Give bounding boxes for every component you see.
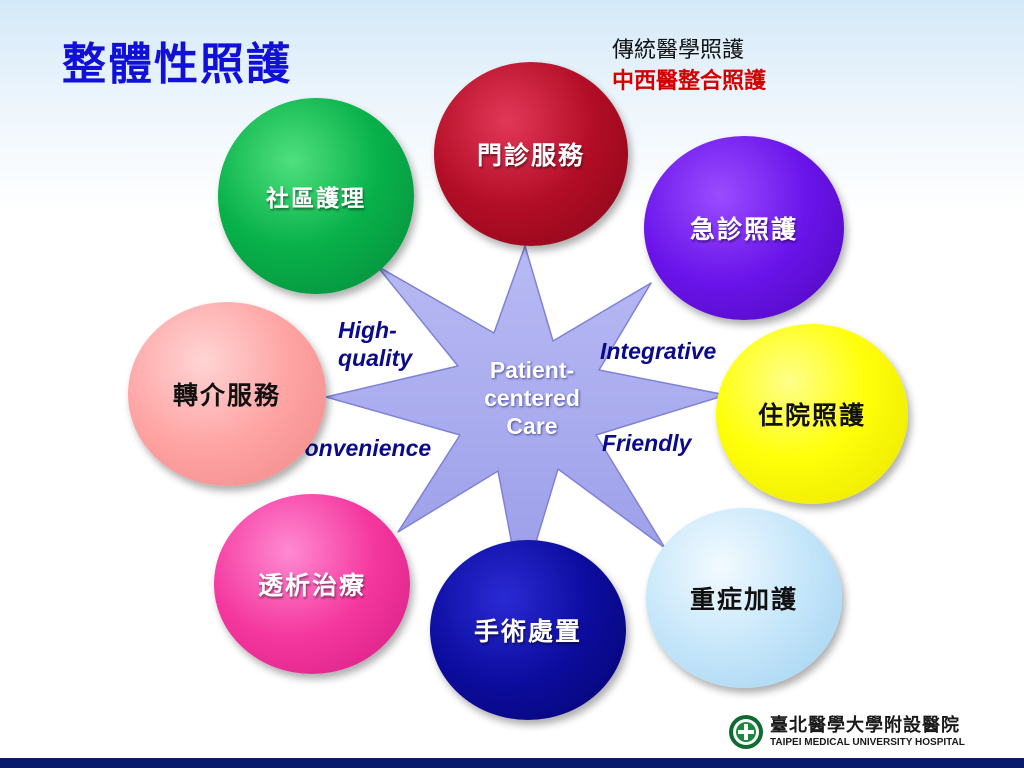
quality-high-quality: High- quality — [338, 316, 412, 372]
service-inpatient-care: 住院照護 — [716, 324, 908, 504]
service-referral: 轉介服務 — [128, 302, 326, 486]
footer-bar — [0, 758, 1024, 768]
hospital-logo: 臺北醫學大學附設醫院 TAIPEI MEDICAL UNIVERSITY HOS… — [728, 712, 990, 752]
service-outpatient: 門診服務 — [434, 62, 628, 246]
quality-friendly: Friendly — [602, 430, 692, 456]
service-emergency-care: 急診照護 — [644, 136, 844, 320]
integrated-care-label: 中西醫整合照護 — [612, 68, 767, 94]
center-label-line-1: Patient- — [489, 357, 575, 383]
hospital-name-chinese: 臺北醫學大學附設醫院 — [770, 714, 960, 736]
hospital-name-english: TAIPEI MEDICAL UNIVERSITY HOSPITAL — [770, 736, 965, 748]
traditional-care-label: 傳統醫學照護 — [612, 38, 745, 63]
service-intensive-care: 重症加護 — [646, 508, 842, 688]
center-label-line-3: Care — [506, 413, 558, 439]
service-community-nursing: 社區護理 — [218, 98, 414, 294]
service-dialysis: 透析治療 — [214, 494, 410, 674]
care-type-note: 傳統醫學照護 中西醫整合照護 — [612, 36, 766, 96]
center-label-line-2: centered — [484, 385, 580, 411]
hospital-seal-icon — [729, 715, 763, 749]
page-title: 整體性照護 — [62, 39, 292, 90]
quality-high-quality-line-2: quality — [338, 345, 413, 371]
center-label: Patient- centered Care — [462, 356, 602, 440]
quality-high-quality-line-1: High- — [338, 317, 397, 343]
quality-integrative: Integrative — [600, 338, 717, 364]
service-surgery: 手術處置 — [430, 540, 626, 720]
